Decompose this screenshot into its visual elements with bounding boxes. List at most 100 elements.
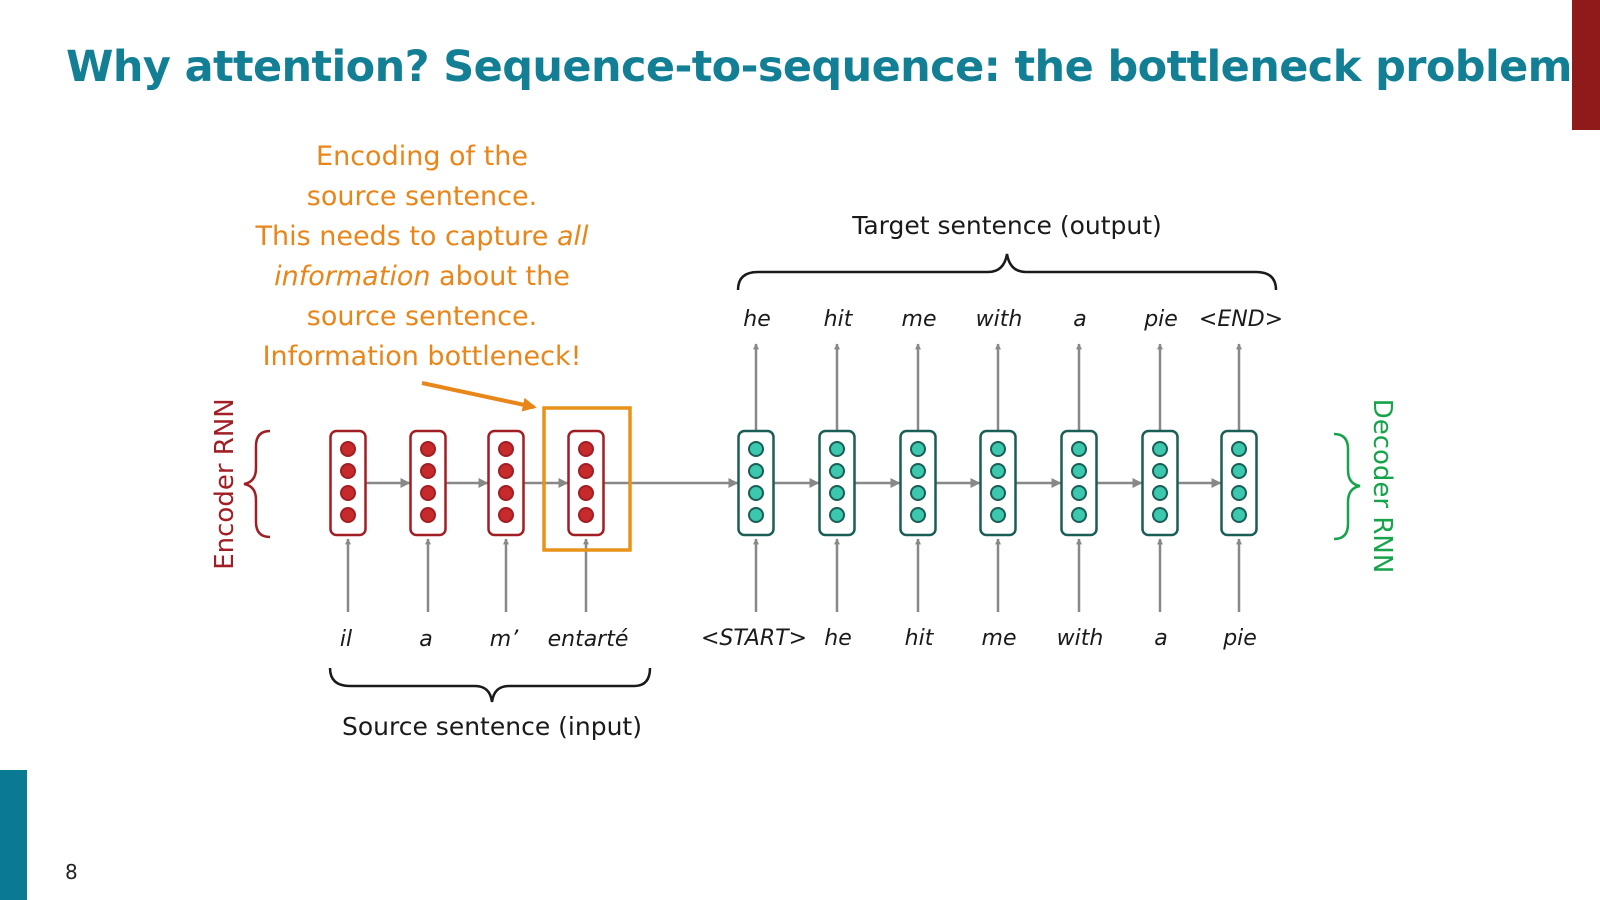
cell-box	[1060, 429, 1098, 537]
hidden-unit	[910, 485, 926, 501]
cell-box	[979, 429, 1017, 537]
hidden-unit	[578, 463, 594, 479]
decoder-input-word: hit	[905, 626, 935, 651]
hidden-unit	[340, 507, 356, 523]
callout-line: This needs to capture all	[254, 221, 589, 252]
rnn-cells	[329, 429, 1258, 537]
decoder-input-word: a	[1154, 626, 1167, 651]
output-arrows	[753, 343, 1242, 431]
hidden-unit	[1152, 485, 1168, 501]
cell-box	[1141, 429, 1179, 537]
target-word: <END>	[1199, 307, 1283, 332]
callout-segment: all	[557, 221, 589, 252]
hidden-unit	[420, 441, 436, 457]
callout-segment: Information bottleneck!	[263, 341, 582, 372]
callout-line: Encoding of the	[316, 141, 528, 172]
callout-segment: This needs to capture	[254, 221, 557, 252]
hidden-unit	[748, 463, 764, 479]
decoder-rnn-label: Decoder RNN	[1367, 399, 1397, 574]
hidden-unit	[420, 463, 436, 479]
hidden-unit	[990, 463, 1006, 479]
hidden-unit	[990, 507, 1006, 523]
hidden-unit	[420, 507, 436, 523]
hidden-unit	[829, 463, 845, 479]
hidden-unit	[1152, 463, 1168, 479]
decoder-input-word: he	[824, 626, 851, 651]
hidden-unit	[498, 507, 514, 523]
hidden-unit	[1231, 507, 1247, 523]
cell-box	[899, 429, 937, 537]
target-word: hit	[824, 307, 854, 332]
hidden-unit	[340, 441, 356, 457]
target-brace	[736, 253, 1278, 291]
cell-box	[737, 429, 775, 537]
input-arrows	[345, 538, 1242, 612]
hidden-unit	[578, 507, 594, 523]
hidden-unit	[910, 463, 926, 479]
source-word: m’	[490, 627, 519, 652]
cell-box	[487, 429, 525, 537]
callout-segment: about the	[430, 261, 569, 292]
decoder-input-word: pie	[1222, 626, 1257, 651]
callout-line: source sentence.	[307, 301, 537, 332]
encoder-brace	[243, 429, 271, 539]
hidden-unit	[1231, 441, 1247, 457]
decoder-input-word: <START>	[701, 626, 807, 651]
hidden-unit	[1152, 507, 1168, 523]
target-word: pie	[1143, 307, 1178, 332]
callout-line: source sentence.	[307, 181, 537, 212]
callout-segment: information	[274, 261, 430, 292]
decoder-input-word: with	[1057, 626, 1104, 651]
decoder-cell	[737, 429, 775, 537]
callout-arrow	[421, 381, 537, 412]
hidden-unit	[910, 507, 926, 523]
hidden-unit	[340, 485, 356, 501]
cell-box	[409, 429, 447, 537]
source-brace	[328, 667, 652, 703]
target-word: a	[1073, 307, 1086, 332]
hidden-unit	[1071, 507, 1087, 523]
target-word: me	[902, 307, 937, 332]
hidden-unit	[498, 463, 514, 479]
hidden-unit	[1071, 441, 1087, 457]
callout-segment: Encoding of the	[316, 141, 528, 172]
hidden-unit	[498, 441, 514, 457]
source-word: entarté	[548, 627, 629, 652]
decoder-cell	[979, 429, 1017, 537]
hidden-unit	[498, 485, 514, 501]
hidden-unit	[910, 441, 926, 457]
target-word: he	[743, 307, 770, 332]
source-word: il	[340, 627, 352, 652]
hidden-unit	[990, 441, 1006, 457]
sentence-words: il a m’ entarté <START> he hit me with a pie he hit m…	[340, 307, 1283, 652]
callout-segment: source sentence.	[307, 181, 537, 212]
callout-line: Information bottleneck!	[263, 341, 582, 372]
hidden-unit	[1152, 441, 1168, 457]
hidden-unit	[829, 441, 845, 457]
slide-title: Why attention? Sequence-to-sequence: the…	[66, 42, 1572, 92]
cell-box	[567, 429, 605, 537]
decoder-cell	[899, 429, 937, 537]
accent-bar-bottom	[0, 770, 27, 900]
hidden-unit	[829, 485, 845, 501]
encoder-cell	[409, 429, 447, 537]
target-sentence-label: Target sentence (output)	[851, 211, 1162, 240]
decoder-brace	[1333, 432, 1361, 541]
hidden-unit	[340, 463, 356, 479]
cell-box	[1220, 429, 1258, 537]
page-number: 8	[65, 860, 78, 884]
hidden-unit	[748, 507, 764, 523]
hidden-unit	[1231, 463, 1247, 479]
encoder-rnn-label: Encoder RNN	[210, 398, 240, 570]
decoder-input-word: me	[982, 626, 1017, 651]
decoder-cell	[1060, 429, 1098, 537]
encoder-cell	[487, 429, 525, 537]
source-word: a	[419, 627, 432, 652]
callout-segment: source sentence.	[307, 301, 537, 332]
hidden-unit	[1071, 485, 1087, 501]
decoder-cell	[1220, 429, 1258, 537]
hidden-unit	[748, 441, 764, 457]
source-sentence-label: Source sentence (input)	[342, 712, 642, 741]
hidden-unit	[1071, 463, 1087, 479]
